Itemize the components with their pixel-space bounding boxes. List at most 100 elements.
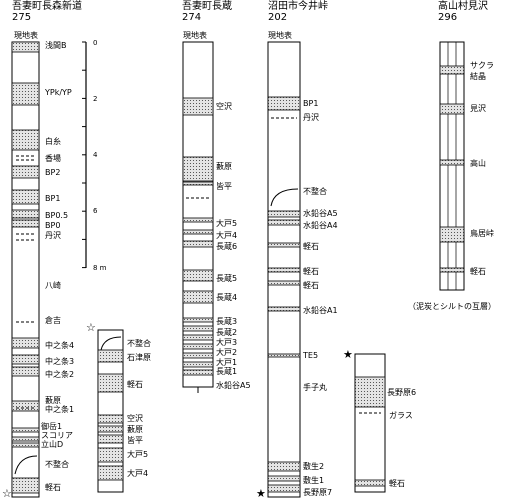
layer-label: サクラ	[470, 61, 494, 70]
layer-label: 軽石	[303, 281, 319, 290]
layer-label: 敷生2	[303, 462, 325, 471]
site-name: 吾妻町長蔵	[182, 1, 232, 12]
tephra-layer	[11, 436, 40, 442]
tephra-layer	[11, 337, 40, 349]
layer-label: 藪原	[216, 162, 232, 171]
filled-star-marker: ★	[256, 487, 266, 500]
tephra-layer	[11, 219, 40, 228]
layer-label: 大戸5	[216, 219, 238, 228]
layer-label: 石津原	[127, 353, 151, 362]
layer-label: 大戸2	[216, 348, 238, 357]
layer-label: 鳥居峠	[470, 229, 494, 238]
layer-label: 敷生1	[303, 476, 325, 485]
tephra-layer	[439, 103, 465, 115]
tephra-layer	[11, 189, 40, 205]
layer-label: BP1	[45, 194, 61, 203]
layer-label: 空沢	[216, 102, 232, 111]
layer-label: 皆平	[127, 436, 143, 445]
tephra-layer	[11, 209, 40, 219]
tephra-layer	[182, 97, 214, 116]
tephra-layer	[182, 290, 214, 304]
site-header-274: 吾妻町長蔵 274	[182, 1, 232, 23]
layer-label: 浅間B	[45, 41, 67, 50]
tephra-layer	[267, 242, 301, 248]
layer-label: 倉吉	[45, 316, 61, 325]
tephra-layer	[267, 475, 301, 482]
tephra-layer	[439, 65, 465, 75]
tephra-layer	[267, 461, 301, 472]
unconformity-arc	[270, 188, 299, 207]
tephra-layer	[439, 267, 465, 273]
layer-label: 長野原6	[387, 388, 417, 397]
layer-label: BP0.5	[45, 211, 69, 220]
site-number: 274	[182, 12, 202, 23]
tephra-layer	[182, 229, 214, 235]
layer-label: 長蔵3	[216, 317, 238, 326]
tephra-layer	[182, 240, 214, 248]
layer-label: BP0	[45, 221, 61, 230]
layer-label: 立山D	[41, 440, 64, 449]
layer-label: 中之条1	[45, 405, 75, 414]
layer-label: 香場	[45, 154, 61, 163]
tephra-layer	[267, 484, 301, 493]
tephra-layer	[182, 334, 214, 341]
site-number: 275	[12, 12, 32, 23]
scale-tick-4: 4	[93, 151, 98, 159]
tephra-layer	[354, 376, 386, 408]
layer-label: 大戸1	[216, 358, 238, 367]
layer-label: 軽石	[45, 483, 61, 492]
layer-label: 中之条4	[45, 341, 75, 350]
tephra-layer	[182, 343, 214, 350]
layer-label: TE5	[303, 351, 319, 360]
site-name: 吾妻町長森新道	[12, 1, 82, 12]
layer-label: 中之条3	[45, 357, 75, 366]
layer-label: 大戸5	[127, 450, 149, 459]
unconformity-arc	[14, 455, 38, 475]
layer-label: 軽石	[470, 267, 486, 276]
layer-label: 白糸	[45, 137, 61, 146]
open-star-marker: ☆	[2, 487, 12, 500]
tephra-layer	[182, 352, 214, 359]
tephra-layer	[11, 477, 40, 494]
tephra-layer	[267, 280, 301, 286]
layer-label: 軽石	[303, 242, 319, 251]
layer-label: 見沢	[470, 104, 486, 113]
layer-label: 水鉛谷A5	[303, 209, 338, 218]
tephra-layer	[182, 181, 214, 186]
layer-label: 軽石	[303, 267, 319, 276]
layer-label: 不整合	[127, 339, 151, 348]
layer-label: 長蔵5	[216, 274, 238, 283]
tephra-layer	[97, 414, 124, 424]
filled-star-marker: ★	[343, 348, 353, 361]
tephra-layer	[11, 427, 40, 433]
site-header-202: 沼田市今井峠 202	[268, 1, 328, 23]
surface-label-274: 現地表	[183, 31, 207, 40]
tephra-layer	[439, 159, 465, 166]
layer-label: 皆平	[216, 182, 232, 191]
tephra-layer	[267, 306, 301, 312]
tephra-layer	[267, 267, 301, 273]
column-outline	[11, 41, 40, 498]
tephra-layer	[439, 226, 465, 243]
site-header-296: 高山村見沢 296	[438, 1, 488, 23]
layer-label: 軽石	[389, 479, 405, 488]
layer-label: 長蔵1	[216, 367, 238, 376]
layer-label: 水鉛谷A4	[303, 221, 338, 230]
layer-label: 丹沢	[303, 113, 319, 122]
layer-label: 不整合	[303, 187, 327, 196]
tephra-layer	[97, 349, 124, 363]
layer-label: 藪原	[127, 425, 143, 434]
layer-label: 大戸3	[216, 338, 238, 347]
layer-label: 軽石	[127, 380, 143, 389]
layer-label: 丹沢	[45, 231, 61, 240]
layer-label: 八崎	[45, 281, 61, 290]
column-outline	[354, 353, 386, 493]
site-number: 202	[268, 12, 288, 23]
tephra-layer	[97, 434, 124, 444]
tephra-layer	[11, 366, 40, 377]
tephra-layer	[182, 217, 214, 223]
layer-label: 高山	[470, 159, 486, 168]
unconformity-arc	[100, 336, 122, 351]
